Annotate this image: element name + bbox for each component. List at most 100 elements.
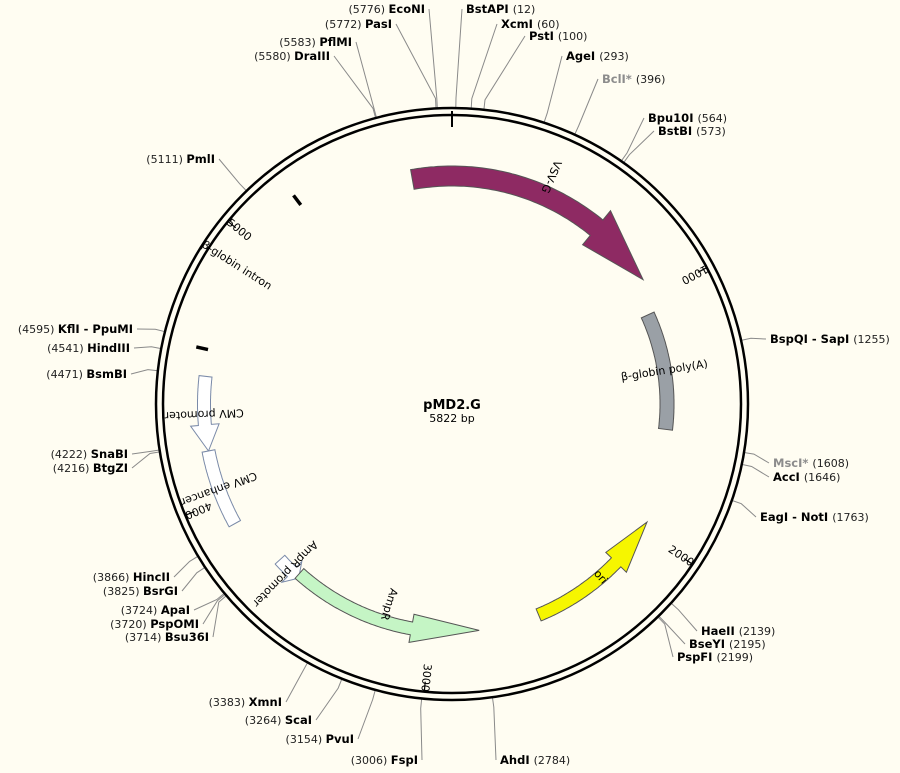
- site-label: PstI (100): [529, 29, 587, 43]
- feature-ampr-promoter[interactable]: [274, 554, 303, 584]
- site-fspi[interactable]: (3006) FspI: [351, 753, 418, 767]
- site-label: BspQI - SapI (1255): [770, 332, 890, 346]
- site-position: (5776): [348, 3, 388, 16]
- site-hincii[interactable]: (3866) HincII: [93, 570, 170, 584]
- site-haeii[interactable]: HaeII (2139): [701, 624, 775, 638]
- site-label: MscI* (1608): [773, 456, 849, 470]
- plasmid-name: pMD2.G: [423, 398, 481, 413]
- site-bsrgi[interactable]: (3825) BsrGI: [103, 584, 178, 598]
- site-bseyi[interactable]: BseYI (2195): [689, 637, 766, 651]
- site-ahdi[interactable]: AhdI (2784): [500, 753, 570, 767]
- site-pasi[interactable]: (5772) PasI: [325, 17, 392, 31]
- site-xmni[interactable]: (3383) XmnI: [209, 695, 282, 709]
- site-name: PflMI: [319, 35, 352, 49]
- feature-ori[interactable]: [535, 520, 649, 622]
- site-label: AccI (1646): [773, 470, 840, 484]
- site-leader: [202, 593, 226, 625]
- site-leader: [181, 566, 206, 592]
- site-snabi[interactable]: (4222) SnaBI: [51, 447, 128, 461]
- site-name: XmnI: [249, 695, 282, 709]
- tick-mark: [186, 510, 195, 516]
- tick-label: 1000: [679, 262, 710, 287]
- site-leader: [543, 55, 563, 123]
- site-pflmi[interactable]: (5583) PflMI: [279, 35, 352, 49]
- site-econi[interactable]: (5776) EcoNI: [348, 2, 425, 16]
- site-name: PstI: [529, 29, 558, 43]
- site-kfli-ppumi[interactable]: (4595) KflI - PpuMI: [18, 322, 133, 336]
- site-label: (3714) Bsu36I: [125, 630, 209, 644]
- site-bcli[interactable]: BclI* (396): [602, 72, 665, 86]
- site-bstbi[interactable]: BstBI (573): [658, 124, 726, 138]
- site-leader: [657, 616, 674, 658]
- site-bsu36i[interactable]: (3714) Bsu36I: [125, 630, 209, 644]
- site-position: (3006): [351, 754, 391, 767]
- site-acci[interactable]: AccI (1646): [773, 470, 840, 484]
- site-pmli[interactable]: (5111) PmlI: [146, 152, 215, 166]
- restriction-site-labels: (5776) EcoNI(5772) PasI (5583) PflMI(5580…: [18, 2, 890, 767]
- site-name: HincII: [133, 570, 170, 584]
- site-hindiii[interactable]: (4541) HindIII: [47, 341, 130, 355]
- site-apai[interactable]: (3724) ApaI: [121, 603, 190, 617]
- site-bstapi[interactable]: BstAPI (12): [466, 2, 535, 16]
- site-name: BclI*: [602, 72, 636, 86]
- site-xcmi[interactable]: XcmI (60): [501, 17, 560, 31]
- feature-cmv-enhancer[interactable]: [201, 449, 242, 528]
- site-btgzi[interactable]: (4216) BtgZI: [53, 461, 128, 475]
- site-position: (396): [636, 73, 666, 86]
- feature-polyA[interactable]: [640, 311, 675, 431]
- site-leader: [455, 8, 463, 109]
- site-leader: [420, 698, 423, 761]
- site-pspomi[interactable]: (3720) PspOMI: [110, 617, 199, 631]
- site-name: EagI - NotI: [760, 510, 832, 524]
- site-name: ScaI: [285, 713, 312, 727]
- site-position: (1646): [804, 471, 841, 484]
- site-bsmbi[interactable]: (4471) BsmBI: [46, 367, 127, 381]
- site-leader: [193, 592, 225, 611]
- feature-label-vsvg: VSV-G: [538, 158, 564, 195]
- site-name: XcmI: [501, 17, 537, 31]
- site-position: (5772): [325, 18, 365, 31]
- site-label: BstBI (573): [658, 124, 726, 138]
- site-name: KflI - PpuMI: [58, 322, 133, 336]
- site-leader: [173, 555, 199, 578]
- site-name: PspFI: [677, 650, 716, 664]
- site-bspqi-sapi[interactable]: BspQI - SapI (1255): [770, 332, 890, 346]
- site-pspfi[interactable]: PspFI (2199): [677, 650, 753, 664]
- site-eagi-noti[interactable]: EagI - NotI (1763): [760, 510, 869, 524]
- site-leader: [428, 8, 438, 109]
- feature-vsvg[interactable]: [410, 165, 645, 281]
- feature-ampr[interactable]: [294, 567, 480, 644]
- site-position: (1763): [832, 511, 869, 524]
- tick-mark: [683, 558, 693, 565]
- site-bpu10i[interactable]: Bpu10I (564): [648, 111, 727, 125]
- site-draiii[interactable]: (5580) DraIII: [254, 49, 330, 63]
- site-psti[interactable]: PstI (100): [529, 29, 587, 43]
- site-name: BsrGI: [143, 584, 178, 598]
- site-label: (3383) XmnI: [209, 695, 282, 709]
- tick-mark: [423, 681, 426, 691]
- site-leader: [483, 35, 526, 110]
- site-position: (3154): [286, 733, 326, 746]
- feature-cmv-promoter[interactable]: [189, 375, 220, 453]
- site-label: XcmI (60): [501, 17, 560, 31]
- intron-start-marker: [195, 345, 209, 352]
- site-position: (4541): [47, 342, 87, 355]
- site-name: ApaI: [161, 603, 190, 617]
- site-position: (100): [558, 30, 588, 43]
- site-name: HaeII: [701, 624, 739, 638]
- site-agei[interactable]: AgeI (293): [566, 49, 629, 63]
- site-position: (1255): [853, 333, 890, 346]
- site-msci[interactable]: MscI* (1608): [773, 456, 849, 470]
- site-leader-lines: [130, 8, 770, 761]
- site-name: MscI*: [773, 456, 812, 470]
- site-leader: [470, 23, 498, 109]
- site-pvui[interactable]: (3154) PvuI: [286, 732, 354, 746]
- site-name: SnaBI: [91, 447, 128, 461]
- site-scai[interactable]: (3264) ScaI: [245, 713, 312, 727]
- site-position: (3720): [110, 618, 150, 631]
- site-label: (4216) BtgZI: [53, 461, 128, 475]
- tick-mark: [228, 221, 237, 229]
- site-label: (3720) PspOMI: [110, 617, 199, 631]
- site-position: (4222): [51, 448, 91, 461]
